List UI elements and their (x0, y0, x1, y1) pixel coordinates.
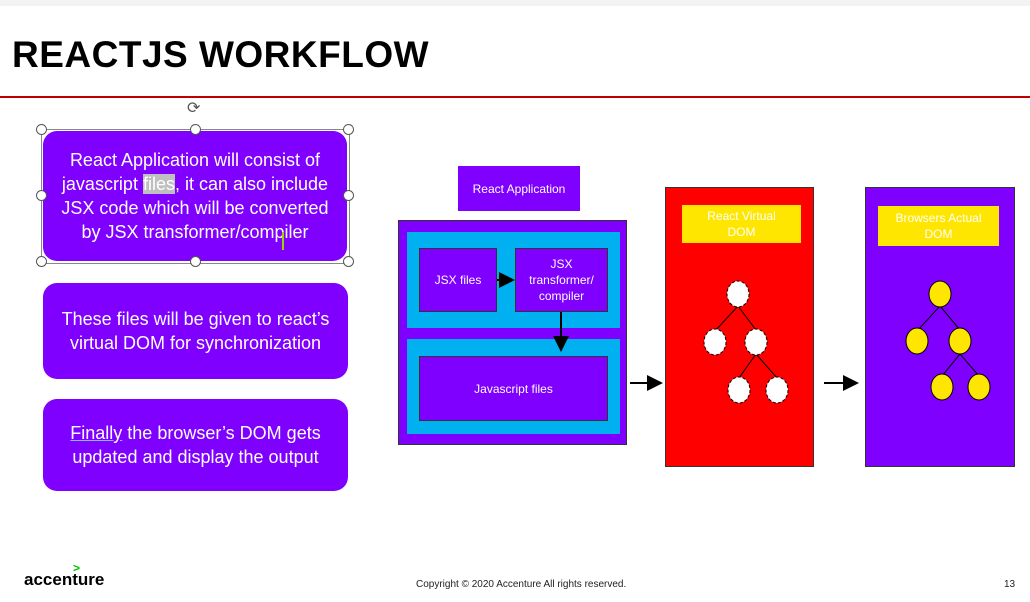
callout-text-part: React Application will consist of javasc… (61, 150, 321, 194)
logo-text: accenture (24, 570, 105, 589)
resize-handle-nw[interactable] (36, 124, 47, 135)
top-strip (0, 0, 1030, 6)
resize-handle-ne[interactable] (343, 124, 354, 135)
title-divider (0, 96, 1030, 98)
jsx-transformer-box[interactable]: JSX transformer/ compiler (515, 248, 608, 312)
virtual-dom-label: React Virtual DOM (682, 205, 801, 243)
tree-node (967, 373, 991, 401)
resize-handle-s[interactable] (190, 256, 201, 267)
jsx-files-box[interactable]: JSX files (419, 248, 497, 312)
callout-text: React Application will consist of javasc… (55, 148, 335, 244)
resize-handle-se[interactable] (343, 256, 354, 267)
tree-node (744, 328, 768, 356)
callout-browser-dom[interactable]: Finally the browser’s DOM gets updated a… (43, 399, 348, 491)
rotate-handle-icon[interactable]: ⟳ (187, 100, 201, 117)
tree-node (930, 373, 954, 401)
copyright-text: Copyright © 2020 Accenture All rights re… (416, 579, 627, 590)
javascript-files-box[interactable]: Javascript files (419, 356, 608, 421)
resize-handle-e[interactable] (343, 190, 354, 201)
tree-node (726, 280, 750, 308)
callout-virtual-dom[interactable]: These files will be given to react’s vir… (43, 283, 348, 379)
highlighted-word: files (142, 174, 175, 194)
tree-node (905, 327, 929, 355)
actual-dom-tree (905, 280, 991, 401)
resize-handle-w[interactable] (36, 190, 47, 201)
resize-handle-sw[interactable] (36, 256, 47, 267)
tree-node (727, 376, 751, 404)
slide-title: REACTJS WORKFLOW (12, 34, 430, 75)
callout-text-part: the browser’s DOM gets updated and displ… (72, 423, 321, 467)
page-number: 13 (1004, 579, 1016, 590)
tree-node (948, 327, 972, 355)
callout-react-application[interactable]: React Application will consist of javasc… (43, 131, 347, 261)
underlined-word: Finally (70, 423, 123, 443)
resize-handle-n[interactable] (190, 124, 201, 135)
react-application-label[interactable]: React Application (458, 166, 580, 211)
virtual-dom-tree (703, 280, 789, 404)
tree-node (765, 376, 789, 404)
accenture-logo: accenture > (24, 561, 105, 590)
tree-node (703, 328, 727, 356)
callout-text: Finally the browser’s DOM gets updated a… (55, 421, 336, 469)
callout-text: These files will be given to react’s vir… (61, 309, 330, 353)
callout-text-part: , it can also include JSX code which wil… (61, 174, 329, 242)
tree-node (928, 280, 952, 308)
logo-chevron-icon: > (73, 561, 81, 575)
actual-dom-label: Browsers Actual DOM (878, 206, 999, 246)
text-cursor-icon (282, 232, 284, 250)
